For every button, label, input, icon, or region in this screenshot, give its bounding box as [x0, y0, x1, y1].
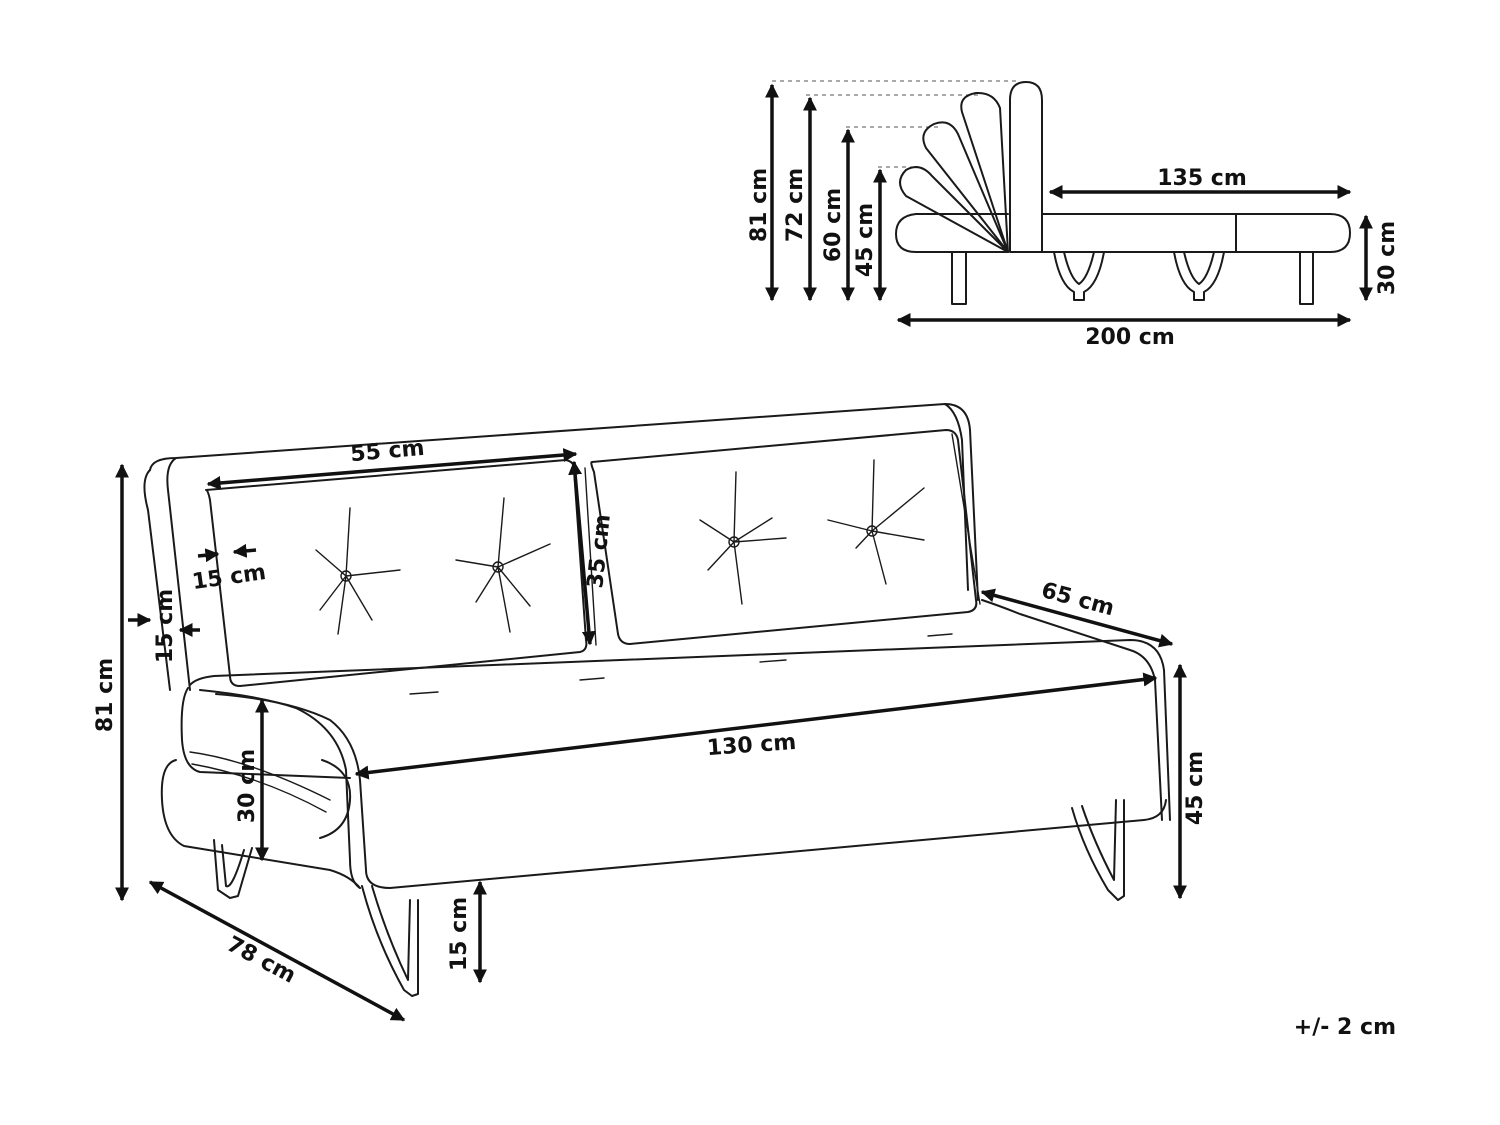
backrest-thickness-label: 15 cm [153, 589, 178, 663]
cushion-width-line [206, 448, 578, 490]
side-height-60-label: 60 cm [821, 188, 846, 262]
cushion-thickness-label: 15 cm [191, 560, 268, 595]
side-seat-depth-label: 135 cm [1157, 166, 1247, 191]
seat-width-label: 130 cm [706, 730, 797, 761]
side-height-72-label: 72 cm [783, 168, 808, 242]
leg-height-label: 15 cm [447, 897, 472, 971]
total-depth-line [148, 880, 406, 1022]
side-height-81-label: 81 cm [747, 168, 772, 242]
total-depth-label: 78 cm [222, 932, 299, 989]
cushion-thickness-arrow-1 [197, 548, 220, 563]
cushion-height-line [568, 460, 596, 646]
side-mattress-label: 30 cm [1375, 221, 1400, 295]
total-height-label: 81 cm [93, 658, 118, 732]
side-height-45-label: 45 cm [853, 203, 878, 277]
cushion-width-label: 55 cm [349, 436, 425, 467]
side-length-label: 200 cm [1085, 325, 1175, 350]
side-view-drawing [772, 80, 1351, 305]
tolerance-note: +/- 2 cm [1294, 1015, 1396, 1040]
seat-depth-line [980, 588, 1174, 648]
armrest-height-label: 30 cm [235, 749, 260, 823]
seat-height-label: 45 cm [1183, 751, 1208, 825]
seat-width-line [354, 672, 1158, 780]
cushion-thickness-arrow-2 [232, 543, 257, 558]
seat-depth-label: 65 cm [1039, 578, 1117, 621]
sofa-drawing [143, 403, 1171, 997]
